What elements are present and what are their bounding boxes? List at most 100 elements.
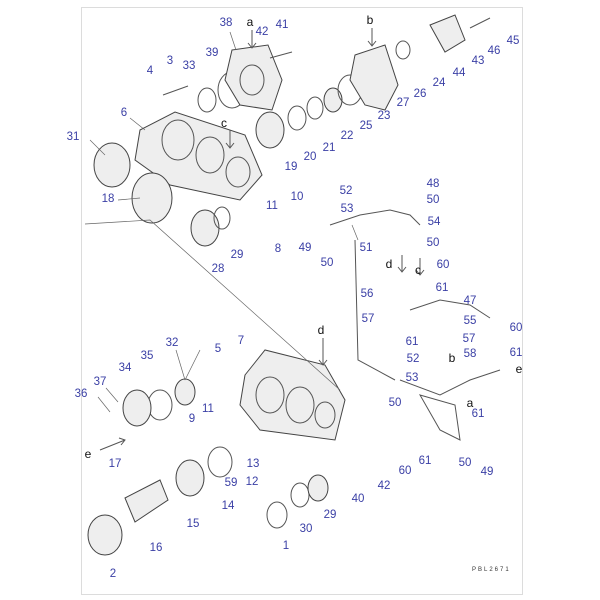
part-number-label: 8	[275, 243, 281, 255]
part-number-label: 36	[75, 388, 88, 400]
part-number-label: 1	[283, 540, 289, 552]
bolt-41	[269, 51, 293, 59]
part-number-label: 53	[341, 203, 354, 215]
part-22	[323, 87, 343, 113]
part-number-label: 19	[285, 161, 298, 173]
part-number-label: 50	[427, 194, 440, 206]
bearing-32	[174, 378, 196, 406]
gear-28	[190, 209, 220, 247]
part-number-label: 61	[419, 455, 432, 467]
part-number-label: 25	[360, 120, 373, 132]
arrow-e	[99, 437, 126, 451]
bearing-29	[213, 206, 231, 230]
part-number-label: 10	[291, 191, 304, 203]
cover-44	[429, 14, 466, 53]
part-number-label: 59	[225, 477, 238, 489]
part-number-label: 24	[433, 77, 446, 89]
part-number-label: 18	[102, 193, 115, 205]
reference-letter: c	[415, 263, 421, 277]
part-number-label: 23	[378, 110, 391, 122]
reference-letter: d	[386, 257, 393, 271]
part-number-label: 37	[94, 376, 107, 388]
part-number-label: 49	[299, 242, 312, 254]
reference-letter: e	[516, 362, 523, 376]
drawing-code: PBL2671	[472, 567, 511, 573]
part-number-label: 30	[300, 523, 313, 535]
part-number-label: 6	[121, 107, 127, 119]
part-number-label: 5	[215, 343, 221, 355]
part-number-label: 44	[453, 67, 466, 79]
part-number-label: 27	[397, 97, 410, 109]
part-number-label: 28	[212, 263, 225, 275]
arrow-b	[367, 28, 377, 47]
bearing-19	[255, 111, 285, 149]
reference-letter: a	[247, 15, 254, 29]
shaft-16	[124, 479, 169, 523]
part-number-label: 3	[167, 55, 173, 67]
part-number-label: 50	[321, 257, 334, 269]
part-number-label: 51	[360, 242, 373, 254]
part-number-label: 50	[427, 237, 440, 249]
part-1	[266, 501, 288, 529]
lower-case-7	[239, 349, 346, 441]
pipe-51	[329, 209, 421, 226]
part-number-label: 40	[352, 493, 365, 505]
arrow-c-pipe	[415, 258, 425, 276]
part-number-label: 35	[141, 350, 154, 362]
part-number-label: 20	[304, 151, 317, 163]
pipe-47	[409, 299, 491, 319]
part-number-label: 11	[266, 200, 278, 212]
case-bore	[255, 376, 285, 414]
part-number-label: 55	[464, 315, 477, 327]
bearing-33	[197, 87, 217, 113]
part-number-label: 38	[220, 17, 233, 29]
part-number-label: 53	[406, 372, 419, 384]
seal-24	[395, 40, 411, 60]
part-number-label: 50	[459, 457, 472, 469]
part-number-label: 45	[507, 35, 520, 47]
part-number-label: 31	[67, 131, 80, 143]
arrow-d	[318, 338, 328, 366]
reference-letter: d	[318, 323, 325, 337]
gear-18	[131, 172, 173, 224]
reference-letter: e	[85, 447, 92, 461]
reference-letter: b	[449, 351, 456, 365]
part-number-label: 29	[324, 509, 337, 521]
bolt-45	[469, 17, 491, 29]
part-number-label: 2	[110, 568, 116, 580]
part-number-label: 57	[362, 313, 375, 325]
part-number-label: 39	[206, 47, 219, 59]
cover-34	[122, 389, 152, 427]
part-21	[306, 96, 324, 120]
flange-15	[175, 459, 205, 497]
reference-letter: a	[467, 396, 474, 410]
part-number-label: 29	[231, 249, 244, 261]
gear-31	[93, 142, 131, 188]
part-number-label: 14	[222, 500, 235, 512]
part-number-label: 43	[472, 55, 485, 67]
housing-38	[224, 44, 283, 111]
housing-bore	[239, 64, 265, 96]
part-number-label: 16	[150, 542, 163, 554]
pipe-line	[354, 239, 396, 381]
part-number-label: 26	[414, 88, 427, 100]
cover-bore	[161, 119, 195, 161]
arrow-a	[247, 30, 257, 49]
part-number-label: 7	[238, 335, 244, 347]
part-number-label: 17	[109, 458, 122, 470]
case-bore	[285, 386, 315, 424]
part-number-label: 57	[463, 333, 476, 345]
part-number-label: 52	[340, 185, 353, 197]
case-bore	[314, 401, 336, 429]
part-number-label: 42	[378, 480, 391, 492]
arrow-c	[225, 130, 235, 149]
part-number-label: 12	[246, 476, 259, 488]
part-number-label: 47	[464, 295, 477, 307]
part-number-label: 15	[187, 518, 200, 530]
part-number-label: 34	[119, 362, 132, 374]
part-number-label: 50	[389, 397, 402, 409]
part-number-label: 56	[361, 288, 374, 300]
part-number-label: 22	[341, 130, 354, 142]
